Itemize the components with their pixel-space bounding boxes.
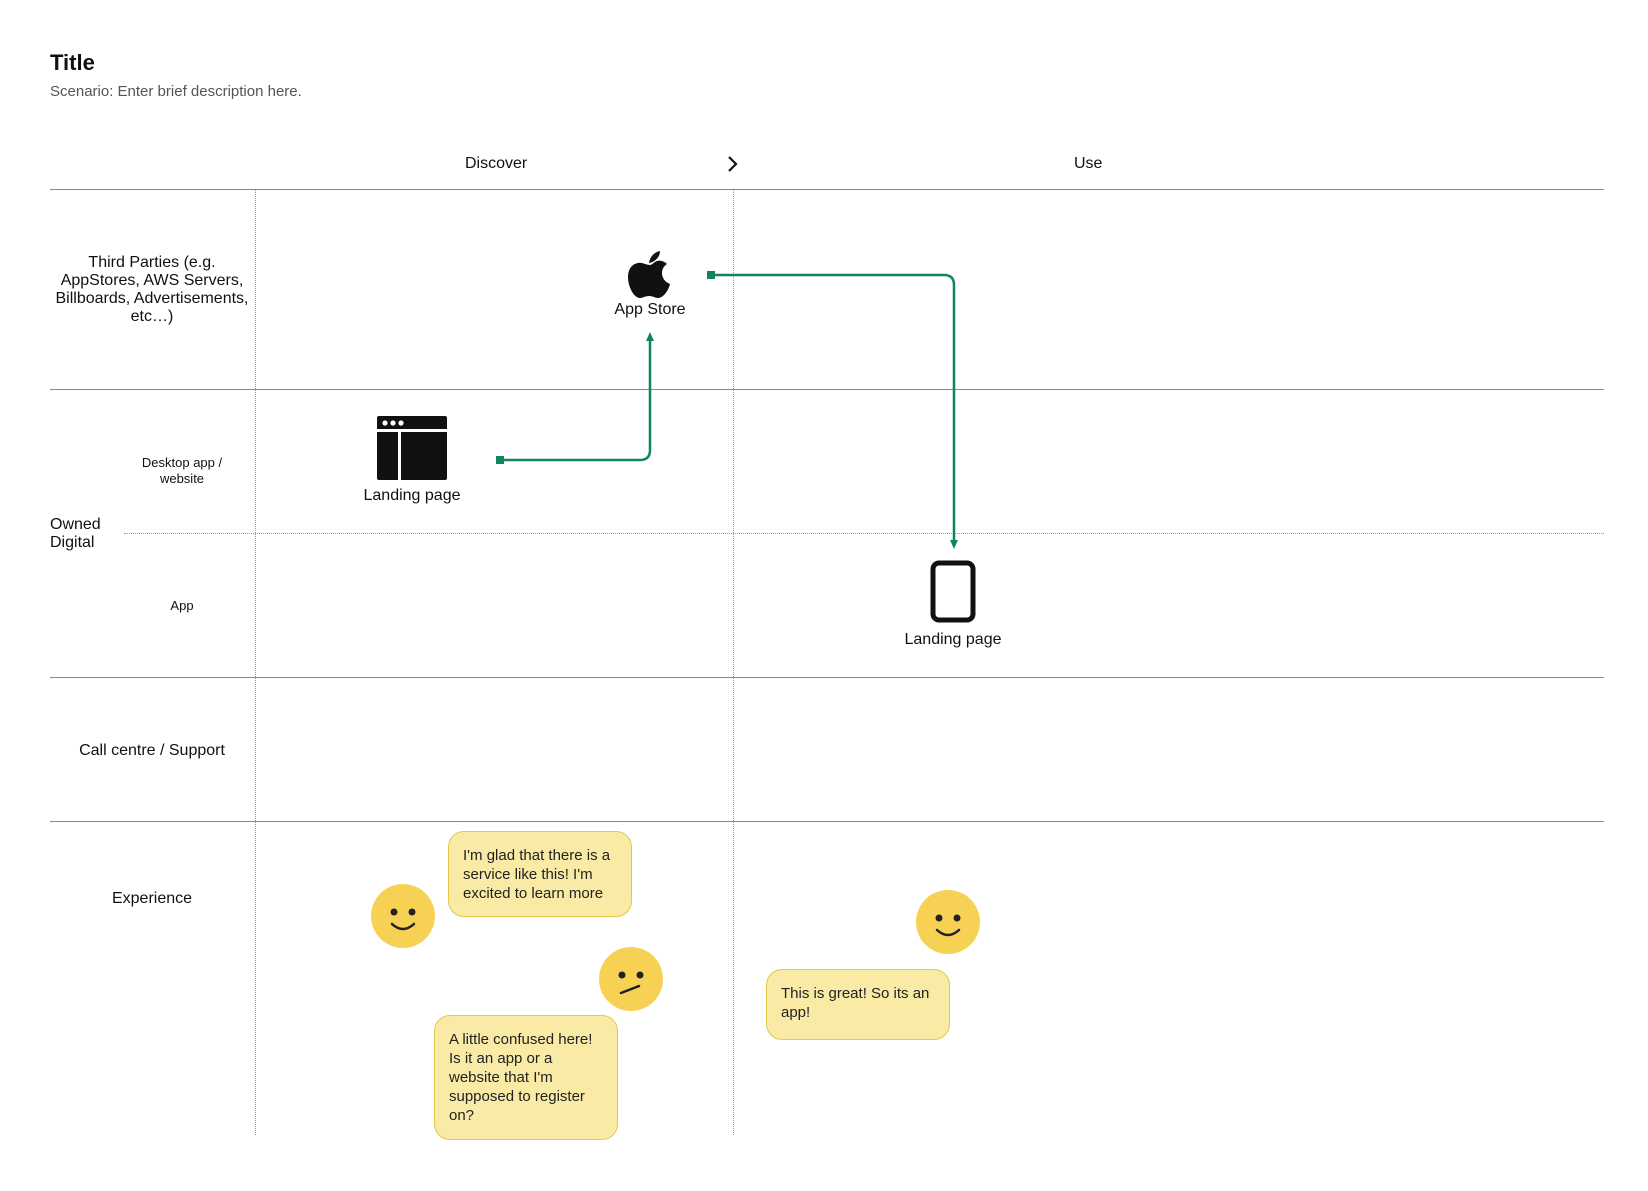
lane-call-centre: Call centre / Support (79, 742, 225, 759)
sublane-app: App (170, 598, 194, 613)
speech-bubble: A little confused here! Is it an app or … (434, 1015, 618, 1140)
lane-divider (50, 677, 1604, 678)
connector-desktop-to-appstore (496, 332, 654, 464)
speech-bubble: This is great! So its an app! (766, 969, 950, 1040)
app-store-label: App Store (614, 301, 686, 318)
confused-face-icon (599, 947, 663, 1016)
lane-owned-digital: Owned Digital (50, 516, 101, 551)
page-title: Title (50, 50, 95, 75)
speech-bubble: I'm glad that there is a service like th… (448, 831, 632, 917)
lane-experience: Experience (111, 890, 193, 907)
header-divider (50, 189, 1604, 190)
label-column-divider (255, 190, 256, 1135)
phase-divider (733, 190, 734, 1135)
sublane-desktop: Desktop app / website (141, 455, 223, 486)
apple-icon (628, 250, 672, 305)
lane-divider (50, 821, 1604, 822)
sublane-divider (124, 533, 1604, 534)
browser-window-icon (377, 416, 447, 485)
happy-face-icon (916, 890, 980, 959)
phase-discover: Discover (465, 155, 528, 172)
happy-face-icon (371, 884, 435, 953)
landing-page-desktop-label: Landing page (363, 487, 461, 504)
landing-page-app-label: Landing page (904, 631, 1002, 648)
phase-use: Use (1074, 155, 1103, 172)
lane-divider (50, 389, 1604, 390)
scenario-description: Scenario: Enter brief description here. (50, 83, 302, 100)
mobile-phone-icon (930, 560, 976, 628)
chevron-right-icon (726, 155, 740, 178)
lane-third-parties: Third Parties (e.g. AppStores, AWS Serve… (55, 254, 249, 325)
connector-appstore-to-app (707, 271, 958, 549)
